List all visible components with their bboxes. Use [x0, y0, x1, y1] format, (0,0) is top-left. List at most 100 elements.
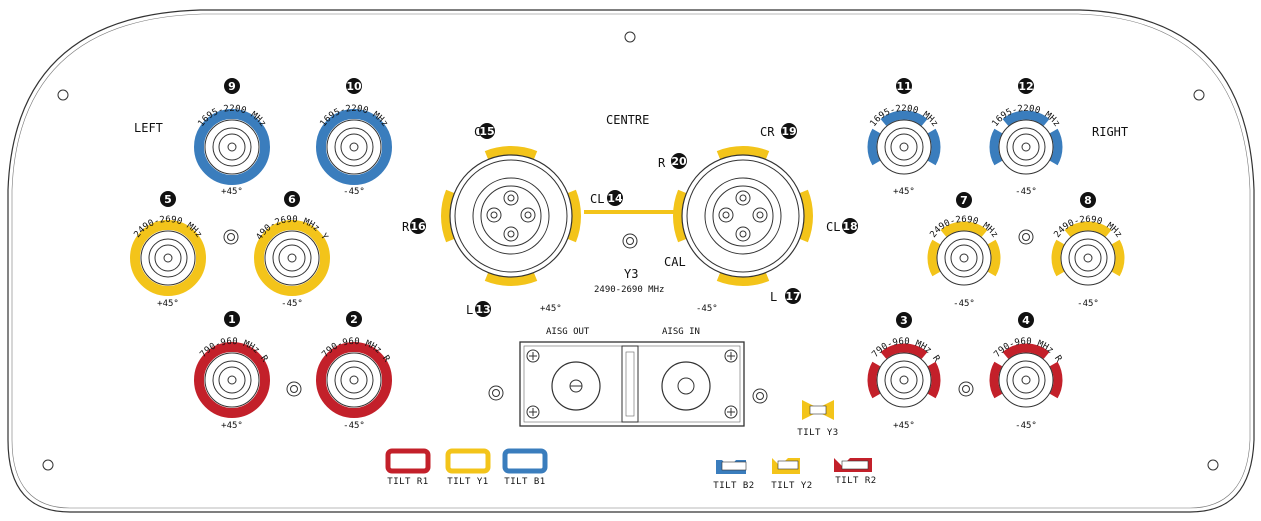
port-color-ring [194, 109, 270, 185]
port-pin [227, 142, 237, 152]
port-angle-label: -45° [281, 299, 303, 309]
svg-text:17: 17 [785, 290, 800, 303]
port-color-ring [254, 220, 330, 296]
connector-pin [486, 207, 502, 223]
tilt-y2: TILT Y2 [771, 458, 812, 491]
plate-screw [526, 405, 540, 419]
plate-screw [526, 349, 540, 363]
centre-connector-left-segments [441, 146, 581, 286]
svg-text:20: 20 [671, 155, 687, 168]
svg-text:19: 19 [781, 125, 796, 138]
port-color-segment [989, 361, 1003, 399]
port-badge-17: 17 [785, 288, 801, 304]
cal-label: CAL [664, 255, 686, 269]
port-color-segment [927, 239, 941, 277]
ground-screw [223, 229, 239, 245]
svg-text:TILT Y1: TILT Y1 [447, 477, 488, 487]
port-angle-label: +45° [157, 299, 179, 309]
port-color-segment [1002, 110, 1050, 127]
connector-segment [484, 146, 538, 161]
port-color-segment [1051, 239, 1065, 277]
ground-screw [1018, 229, 1034, 245]
port-badge-6: 6 [284, 191, 300, 207]
centre-connector-right [673, 146, 813, 286]
svg-text:TILT Y2: TILT Y2 [771, 481, 812, 491]
aisg-in-connector[interactable] [661, 361, 711, 411]
ground-screw [958, 381, 974, 397]
port-badge-18: 18 [842, 218, 858, 234]
y3-label: Y3 [624, 267, 638, 281]
cr-bottom-label: L [770, 290, 777, 304]
svg-text:13: 13 [475, 303, 490, 316]
port-pin [899, 375, 909, 385]
cr-right-label: CL [826, 220, 840, 234]
aisg-divider [621, 345, 639, 423]
port-color-segment [1002, 343, 1050, 360]
port-color-segment [880, 343, 928, 360]
connector-segment [673, 189, 688, 243]
cl-left-label: R [402, 220, 410, 234]
port-angle-label: +45° [221, 421, 243, 431]
tilt-y3: TILT Y3 [797, 400, 838, 438]
tilt-r2: TILT R2 [834, 458, 876, 486]
port-color-segment [1111, 239, 1125, 277]
connector-pin [718, 207, 734, 223]
port-badge-9: 9 [224, 78, 240, 94]
connector-segment [716, 146, 770, 161]
aisg-out-connector[interactable] [551, 361, 601, 411]
cr-left-label: R [658, 156, 666, 170]
port-badge-3: 3 [896, 312, 912, 328]
connector-pin [520, 207, 536, 223]
mounting-hole [1207, 459, 1219, 471]
connector-segment [566, 189, 581, 243]
svg-text:8: 8 [1084, 194, 1092, 207]
svg-text:1: 1 [228, 313, 236, 326]
port-badge-14: 14 [607, 190, 623, 206]
port-angle-label: +45° [893, 187, 915, 197]
plate-screw [724, 405, 738, 419]
plate-screw [724, 349, 738, 363]
y3-band-label: 2490-2690 MHz [594, 285, 664, 295]
cr-angle: -45° [696, 304, 718, 314]
svg-text:18: 18 [842, 220, 857, 233]
svg-text:7: 7 [960, 194, 968, 207]
port-pin [1083, 253, 1093, 263]
port-angle-label: -45° [1015, 187, 1037, 197]
centre-connector-right-segments [673, 146, 813, 286]
port-badge-16: 16 [410, 218, 426, 234]
svg-text:6: 6 [288, 193, 296, 206]
port-angle-label: -45° [343, 421, 365, 431]
svg-text:16: 16 [410, 220, 426, 233]
port-badge-11: 11 [896, 78, 912, 94]
port-badge-1: 1 [224, 311, 240, 327]
mounting-hole [624, 31, 636, 43]
ground-screw [286, 381, 302, 397]
port-pin [1021, 375, 1031, 385]
port-badge-13: 13 [475, 301, 491, 317]
svg-text:TILT B1: TILT B1 [504, 477, 545, 487]
ground-screw [752, 388, 768, 404]
port-angle-label: +45° [893, 421, 915, 431]
port-color-segment [987, 239, 1001, 277]
port-pin [1021, 142, 1031, 152]
connector-pin [503, 226, 519, 242]
ground-screw [488, 385, 504, 401]
port-pin [287, 253, 297, 263]
svg-text:11: 11 [896, 80, 911, 93]
section-left-label: LEFT [134, 121, 163, 135]
port-badge-2: 2 [346, 311, 362, 327]
port-color-segment [940, 221, 988, 238]
port-color-ring [316, 342, 392, 418]
centre-connectors: CR 15 CL 14 R 16 L 13 +45° CR 19 R 20 CL… [402, 123, 858, 317]
cr-top-label: CR [760, 125, 775, 139]
connector-segment [441, 189, 456, 243]
cl-right-label: CL [590, 192, 604, 206]
port-badge-19: 19 [781, 123, 797, 139]
connector-segment [716, 271, 770, 286]
mounting-hole [57, 89, 69, 101]
tilt-b2: TILT B2 [713, 460, 754, 491]
port-pin [959, 253, 969, 263]
port-pin [163, 253, 173, 263]
port-pin [349, 375, 359, 385]
